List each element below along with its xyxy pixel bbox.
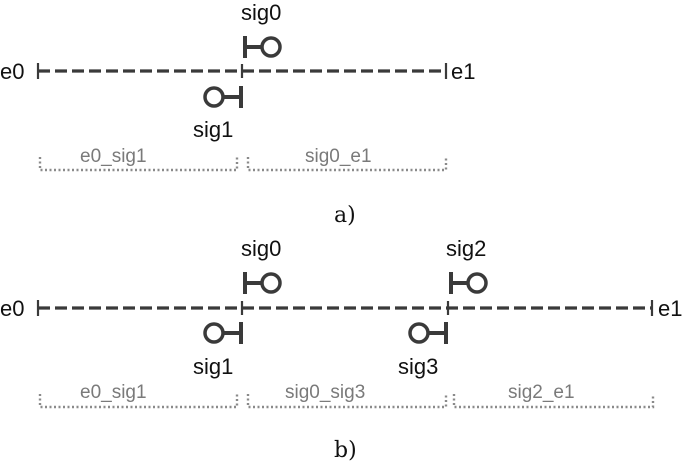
segment-label-a-2: sig0_e1: [305, 146, 372, 167]
panel-b: e0 e1 sig0 sig1 sig2 sig3: [0, 236, 682, 463]
segment-label-b-2: sig0_sig3: [285, 382, 365, 403]
signal-icon: [243, 36, 282, 58]
signal-label-sig0-a: sig0: [241, 0, 281, 25]
segment-label-a-1: e0_sig1: [80, 146, 147, 167]
segment-brace: [246, 157, 448, 172]
edge-end-label-b: e1: [658, 296, 682, 321]
signal-icon: [408, 322, 448, 344]
edge-start-label-a: e0: [0, 59, 24, 84]
edge-end-label-a: e1: [451, 59, 475, 84]
signal-label-sig3-b: sig3: [398, 354, 438, 379]
signal-icon: [203, 322, 243, 344]
segment-brace: [38, 394, 239, 409]
segment-brace: [38, 157, 239, 172]
signal-label-sig1-b: sig1: [193, 354, 233, 379]
panel-caption-a: a): [334, 203, 356, 228]
segment-brace: [452, 394, 655, 409]
signal-label-sig1-a: sig1: [193, 117, 233, 142]
panel-a: e0 e1 sig0 sig1 e0_sig1 sig0_e1 a): [0, 0, 475, 228]
segment-label-b-1: e0_sig1: [80, 382, 147, 403]
edge-start-label-b: e0: [0, 296, 24, 321]
segment-label-b-3: sig2_e1: [508, 382, 575, 403]
signal-icon: [243, 272, 282, 294]
segment-brace: [246, 394, 448, 409]
signal-icon: [203, 86, 243, 108]
panel-caption-b: b): [334, 438, 357, 463]
signal-icon: [449, 272, 488, 294]
signal-label-sig0-b: sig0: [241, 236, 281, 261]
signal-label-sig2-b: sig2: [446, 236, 486, 261]
